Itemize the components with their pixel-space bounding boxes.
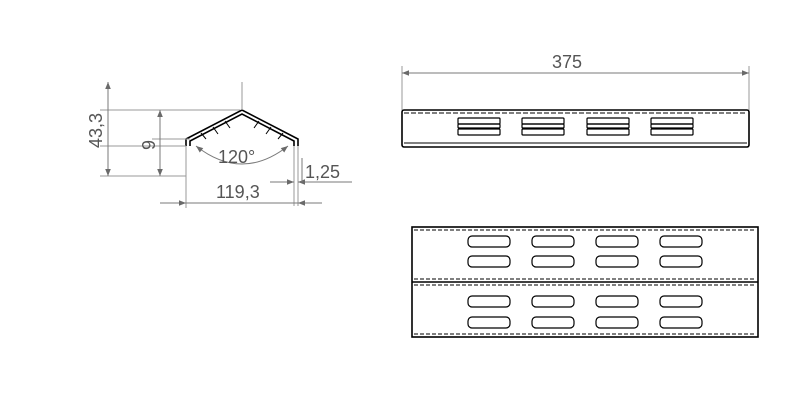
section-view: 120° 43,3 9 1,25 bbox=[86, 82, 352, 208]
top-view bbox=[411, 226, 759, 338]
side-slot-group bbox=[650, 117, 694, 136]
thickness-label: 1,25 bbox=[305, 162, 340, 182]
dim-overall-height: 43,3 bbox=[86, 82, 240, 177]
dim-half-width: 119,3 bbox=[160, 146, 322, 208]
top-slots-lower bbox=[467, 295, 703, 329]
angle-label: 120° bbox=[218, 147, 255, 167]
side-slot-group bbox=[586, 117, 630, 136]
side-plate bbox=[401, 109, 750, 148]
half-width-label: 119,3 bbox=[216, 182, 260, 202]
section-profile bbox=[185, 109, 299, 146]
dim-rise: 9 bbox=[139, 110, 190, 176]
side-slot-group bbox=[457, 117, 501, 136]
top-slots-upper bbox=[467, 235, 703, 268]
overall-height-label: 43,3 bbox=[86, 113, 106, 148]
side-view: 375 bbox=[401, 52, 750, 148]
side-slots bbox=[457, 117, 694, 136]
length-label: 375 bbox=[552, 52, 582, 72]
dim-length: 375 bbox=[401, 52, 750, 110]
angle-arc bbox=[195, 145, 289, 165]
side-slot-group bbox=[521, 117, 565, 136]
dim-thickness: 1,25 bbox=[270, 146, 352, 206]
rise-label: 9 bbox=[139, 140, 159, 150]
